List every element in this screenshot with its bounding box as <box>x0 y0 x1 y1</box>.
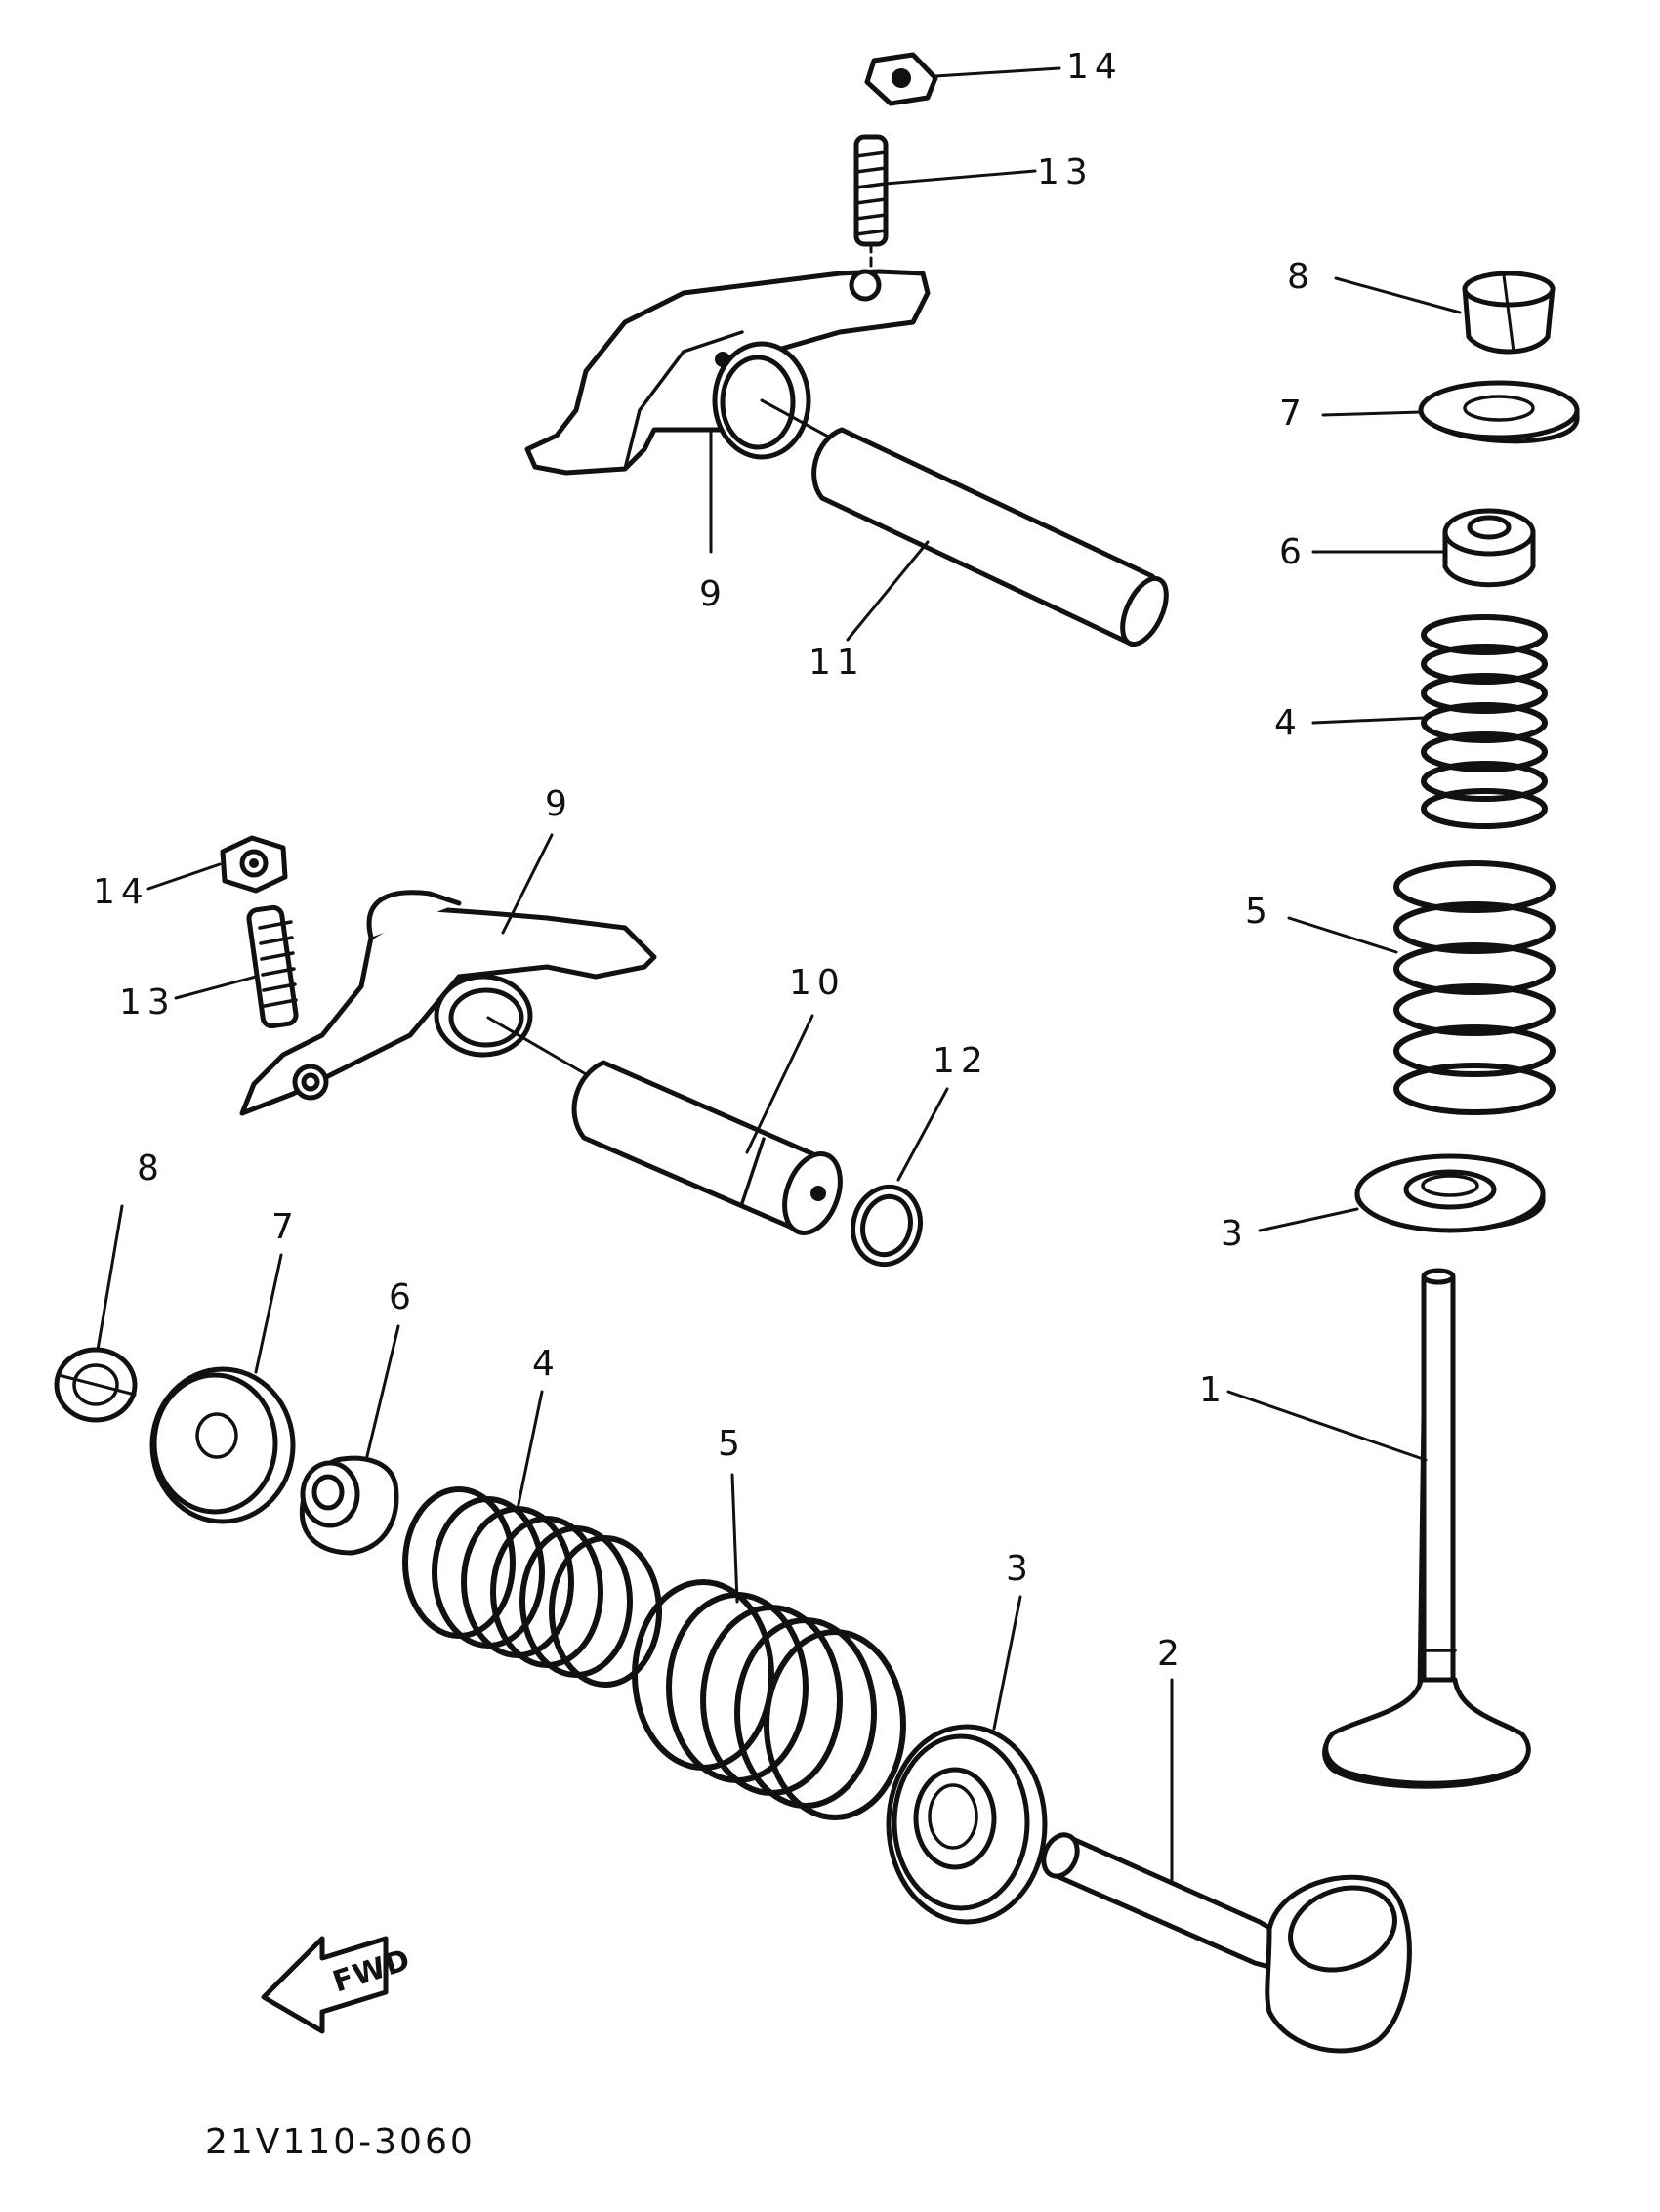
leader-13-top <box>884 169 1037 186</box>
callout-9-mid: 9 <box>545 784 573 824</box>
leader-3-left <box>992 1595 1022 1731</box>
spring-retainer-right <box>1418 380 1580 444</box>
callout-4-right: 4 <box>1274 703 1303 743</box>
callout-6-left: 6 <box>389 1277 417 1317</box>
valve-cotter-left <box>54 1347 138 1423</box>
spring-retainer-left <box>149 1366 296 1524</box>
adjuster-screw-mid <box>246 904 299 1029</box>
valve-left <box>1041 1832 1412 2054</box>
adjuster-screw-top <box>853 134 889 275</box>
leader-3-right <box>1258 1207 1359 1232</box>
leader-5-right <box>1287 916 1398 954</box>
leader-7-left <box>254 1253 283 1374</box>
callout-10: 10 <box>789 963 846 1003</box>
callout-11: 11 <box>809 643 865 683</box>
leader-8-left <box>96 1204 124 1352</box>
rocker-shaft-top <box>760 398 1169 647</box>
leader-5-left <box>730 1473 739 1604</box>
callout-3-left: 3 <box>1006 1549 1034 1589</box>
leader-4-left <box>516 1390 544 1511</box>
callout-13-top: 13 <box>1037 152 1094 192</box>
callout-1: 1 <box>1199 1370 1227 1410</box>
leader-14-top <box>934 66 1061 78</box>
drawing-code: 21V110-3060 <box>205 2122 476 2162</box>
nut-mid <box>220 835 288 894</box>
callout-12: 12 <box>933 1041 989 1081</box>
leader-13-mid <box>174 975 258 1000</box>
valve-cotter-right <box>1462 271 1556 355</box>
callout-3-right: 3 <box>1221 1214 1249 1254</box>
rocker-shaft-mid <box>486 1016 843 1235</box>
circlip <box>851 1184 923 1268</box>
callout-14-mid: 14 <box>93 872 149 912</box>
valve-stem-seal-left <box>299 1455 399 1556</box>
valve-right <box>1322 1268 1531 1789</box>
callout-2: 2 <box>1157 1634 1185 1674</box>
callout-9-top: 9 <box>699 574 727 614</box>
rocker-arm-mid <box>239 890 657 1116</box>
outer-valve-spring-left <box>632 1579 906 1820</box>
leader-9-mid <box>501 833 554 935</box>
outer-valve-spring-right <box>1393 860 1556 1115</box>
spring-seat-left <box>886 1724 1048 1925</box>
spring-seat-right <box>1354 1153 1546 1233</box>
callout-8-left: 8 <box>137 1148 165 1189</box>
leader-4-right <box>1311 716 1426 725</box>
leader-7-right <box>1321 410 1423 417</box>
valve-stem-seal-right <box>1442 508 1536 588</box>
inner-valve-spring-right <box>1421 614 1548 829</box>
callout-5-left: 5 <box>718 1424 746 1464</box>
callout-6-right: 6 <box>1279 532 1307 572</box>
callout-4-left: 4 <box>532 1344 560 1384</box>
leader-1 <box>1226 1390 1428 1462</box>
callout-7-left: 7 <box>271 1207 300 1247</box>
leader-12 <box>896 1087 949 1182</box>
leader-6-left <box>364 1324 400 1462</box>
leader-10 <box>745 1014 814 1154</box>
leader-11 <box>846 540 930 642</box>
callout-7-right: 7 <box>1279 394 1307 434</box>
leader-14-mid <box>146 862 222 891</box>
nut-top <box>864 52 938 106</box>
leader-8-right <box>1334 276 1462 314</box>
callout-5-right: 5 <box>1245 892 1273 932</box>
fwd-arrow-icon: FWD <box>261 1936 415 2034</box>
inner-valve-spring-left <box>402 1486 662 1688</box>
callout-13-mid: 13 <box>119 982 176 1023</box>
callout-14-top: 14 <box>1066 47 1123 87</box>
callout-8-right: 8 <box>1287 257 1315 297</box>
